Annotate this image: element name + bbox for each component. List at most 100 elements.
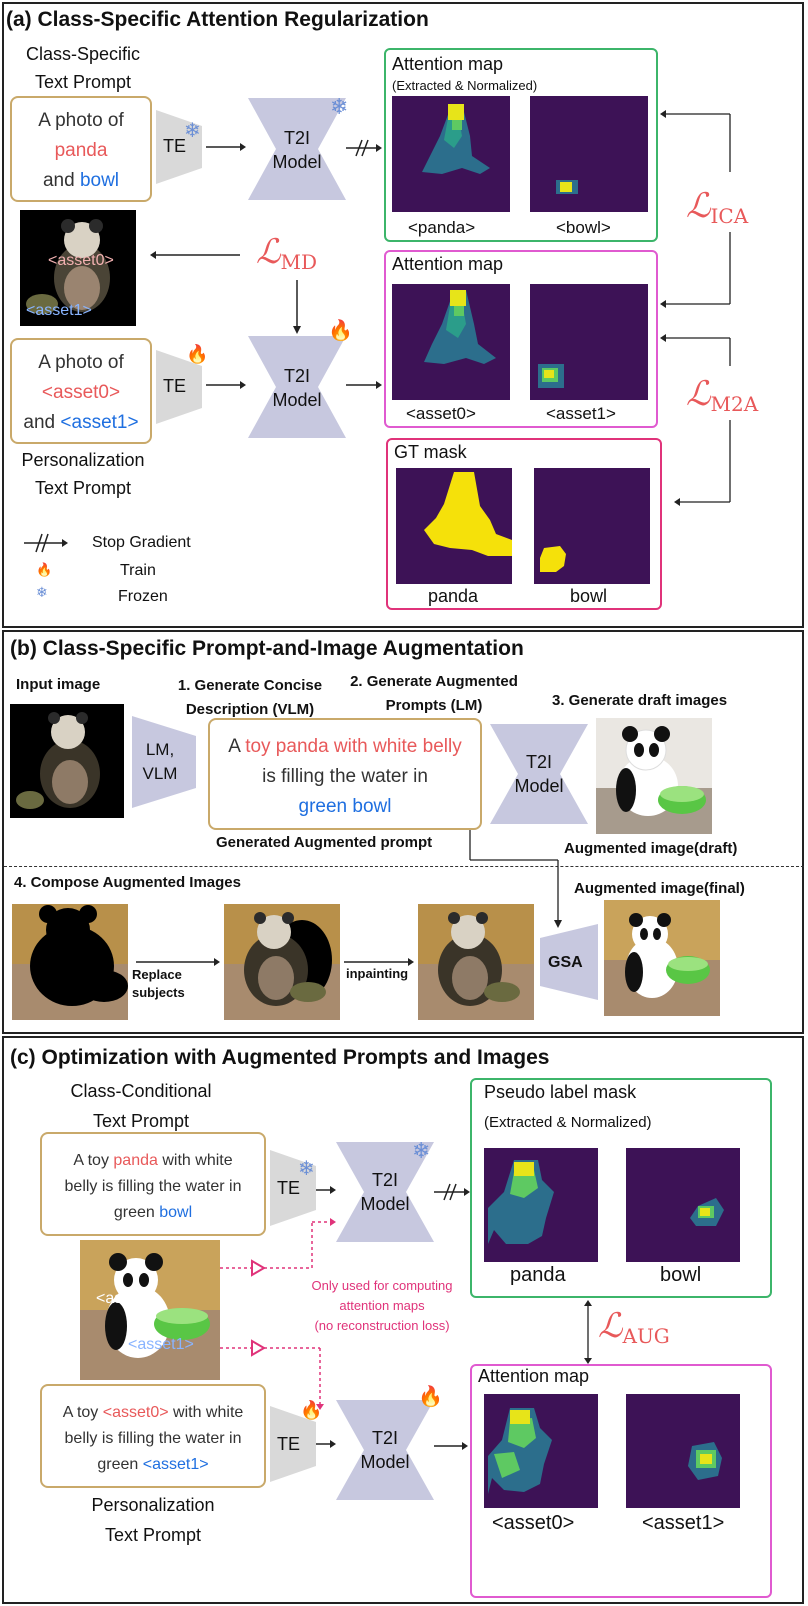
te-label: TE: [163, 136, 187, 156]
loss-md: ℒMD: [256, 232, 318, 274]
m2a-connector: [660, 334, 731, 506]
te-label: TE: [163, 376, 187, 396]
arrow-icon: [150, 251, 240, 259]
lm-vlm-label: LM,VLM: [142, 740, 178, 783]
legend-train: Train: [120, 562, 156, 579]
augmented-draft-label: Augmented image(draft): [564, 840, 738, 857]
ica-connector: [660, 110, 731, 308]
arrow-icon: [316, 1440, 336, 1448]
class-conditional-prompt-box: A toy panda with white belly is filling …: [40, 1132, 266, 1236]
attention-map-panda: [392, 96, 510, 212]
input-image-assets: [20, 210, 136, 326]
prompt-to-gsa-connector: [469, 830, 562, 928]
stop-gradient-icon: [346, 139, 382, 157]
gt-label-bowl: bowl: [570, 586, 608, 606]
t2i-model-frozen: [336, 1142, 434, 1242]
label-bowl-token: <bowl>: [556, 218, 611, 237]
class-specific-prompt-label: Class-Specific Text Prompt: [25, 44, 141, 92]
t2i-model-frozen: [248, 98, 346, 200]
personalization-prompt-box: A photo of <asset0> and <asset1>: [10, 338, 152, 444]
fire-icon: 🔥: [328, 320, 353, 342]
attention-map-subtitle: (Extracted & Normalized): [392, 78, 538, 93]
gt-mask-title: GT mask: [394, 442, 467, 462]
asset1-overlay-label: <asset1>: [128, 1336, 194, 1353]
arrow-icon: [206, 143, 246, 151]
gsa-label: GSA: [548, 954, 583, 971]
fire-icon: 🔥: [418, 1386, 443, 1408]
personalization-prompt-label: Personalization Text Prompt: [21, 450, 145, 498]
gsa-block: [540, 924, 598, 1000]
input-image-label: Input image: [16, 676, 101, 693]
step-divider: [4, 866, 804, 867]
inpainted-image: [418, 904, 534, 1020]
pseudo-label-box: [470, 1078, 772, 1298]
loss-m2a: ℒM2A: [686, 374, 759, 416]
te-label: TE: [277, 1434, 301, 1454]
asset1-overlay-label: <asset1>: [26, 302, 92, 319]
gt-mask-bowl: [534, 468, 650, 584]
snowflake-icon: ❄: [298, 1158, 315, 1180]
attention-map-title: Attention map: [392, 54, 504, 74]
attention-map-bowl: [530, 96, 648, 212]
augmented-draft-image: [596, 718, 712, 834]
panel-a: [2, 2, 804, 628]
gt-mask-box: [386, 438, 662, 610]
attention-map-asset0: [392, 284, 510, 400]
attention-map-asset1-c: [626, 1394, 740, 1508]
attention-only-note: Only used for computing attention maps (…: [311, 1278, 453, 1333]
t2i-model-b: [490, 724, 588, 824]
arrow-icon: [434, 1442, 468, 1450]
text-encoder-frozen: [270, 1150, 316, 1226]
text-encoder-train: [156, 350, 202, 424]
snowflake-icon: ❄: [412, 1138, 431, 1163]
legend-frozen: Frozen: [118, 588, 168, 605]
arrow-icon: [293, 280, 301, 334]
loss-aug: ℒAUG: [598, 1306, 670, 1348]
lm-vlm-block: [132, 716, 196, 808]
panel-b: [2, 630, 804, 1034]
stop-gradient-icon: [434, 1183, 470, 1201]
asset0-overlay-label: <asset0>: [96, 1290, 162, 1307]
gt-mask-panda: [396, 468, 512, 584]
pseudo-mask-bowl: [626, 1148, 740, 1262]
snowflake-icon: ❄: [330, 94, 349, 119]
label-panda-token: <panda>: [408, 218, 476, 237]
arrow-icon: [136, 958, 220, 966]
inpainting-label: inpainting: [346, 966, 409, 981]
attention-map-c-box: [470, 1364, 772, 1598]
attention-map-title: Attention map: [478, 1366, 590, 1386]
personalization-prompt-box-c: A toy <asset0> with white belly is filli…: [40, 1384, 266, 1488]
asset0-overlay-label: <asset0>: [48, 252, 114, 269]
aug-connector: [584, 1300, 592, 1364]
attention-only-connectors: [220, 1218, 336, 1410]
augmented-prompt-box: A toy panda with white belly is filling …: [208, 718, 482, 830]
t2i-model-train: [248, 336, 346, 438]
label-asset0-token: <asset0>: [406, 404, 476, 423]
stop-gradient-icon: [24, 533, 68, 553]
step4-label: 4. Compose Augmented Images: [14, 874, 241, 891]
arrow-icon: [206, 381, 246, 389]
generated-prompt-label: Generated Augmented prompt: [216, 834, 433, 851]
attention-map-class-box: [384, 48, 658, 242]
input-image: [10, 704, 124, 818]
attention-map-asset-box: [384, 250, 658, 428]
class-specific-prompt-box: A photo of panda and bowl: [10, 96, 152, 202]
pseudo-label-bowl: bowl: [660, 1264, 702, 1286]
attention-map-asset0-c: [484, 1394, 598, 1508]
loss-ica: ℒICA: [686, 186, 749, 228]
replaced-image: [224, 904, 340, 1020]
te-label: TE: [277, 1178, 301, 1198]
arrow-icon: [344, 958, 414, 966]
text-encoder-train: [270, 1406, 316, 1482]
label-asset0-token-c: <asset0>: [492, 1512, 575, 1534]
fire-icon: 🔥: [186, 344, 209, 364]
arrow-icon: [316, 1186, 336, 1194]
panel-b-title: (b) Class-Specific Prompt-and-Image Augm…: [10, 637, 524, 660]
silhouette-image: [12, 904, 128, 1020]
fire-icon: 🔥: [36, 562, 53, 577]
